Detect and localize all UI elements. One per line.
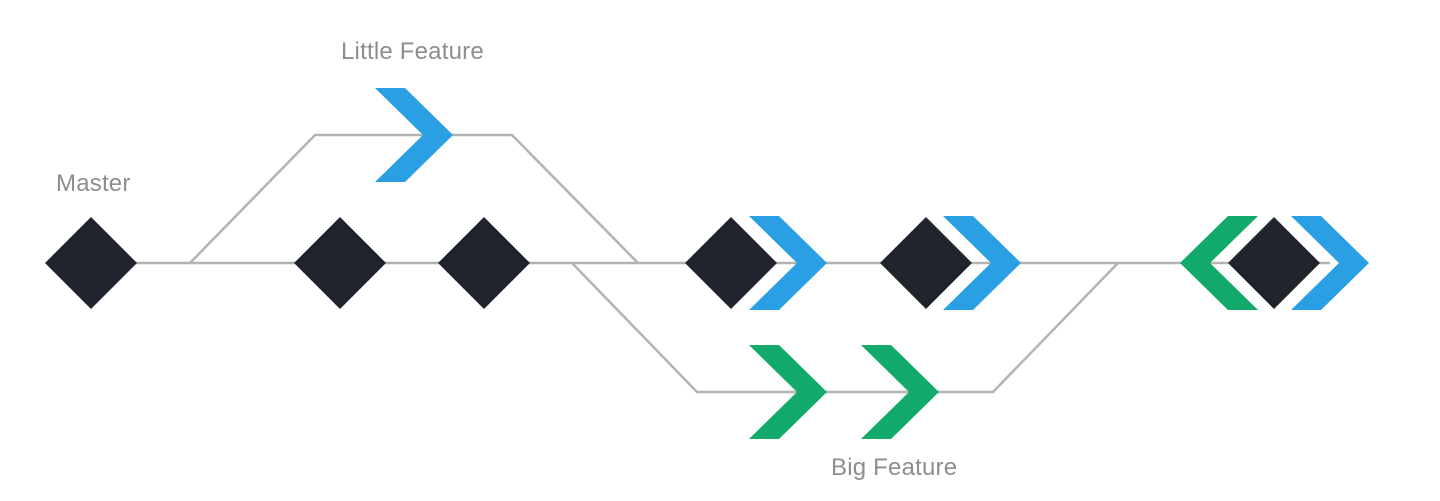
little-feature-branch-line [189,133,639,264]
big-feature-commit-1-chevron-right-icon [749,345,827,439]
master-branch-label: Master [56,170,131,197]
big-feature-branch-line [571,262,1119,394]
commit-nodes [45,88,1369,439]
master-commit-6-diamond-icon [1228,217,1320,309]
master-commit-3-diamond-icon [438,217,530,309]
master-commit-2-diamond-icon [294,217,386,309]
merged-big-feature-chevron-left-icon [1180,216,1258,310]
little-feature-commit-chevron-right-icon [375,88,453,182]
merged-little-feature-chevron-right-icon [749,216,827,310]
little-feature-branch-label: Little Feature [341,38,484,65]
merged-little-feature-3-chevron-right-icon [1291,216,1369,310]
master-commit-4-diamond-icon [685,217,777,309]
big-feature-branch-label: Big Feature [831,454,958,481]
master-commit-1-diamond-icon [45,217,137,309]
big-feature-commit-2-chevron-right-icon [861,345,939,439]
merged-little-feature-2-chevron-right-icon [943,216,1021,310]
master-commit-5-diamond-icon [880,217,972,309]
